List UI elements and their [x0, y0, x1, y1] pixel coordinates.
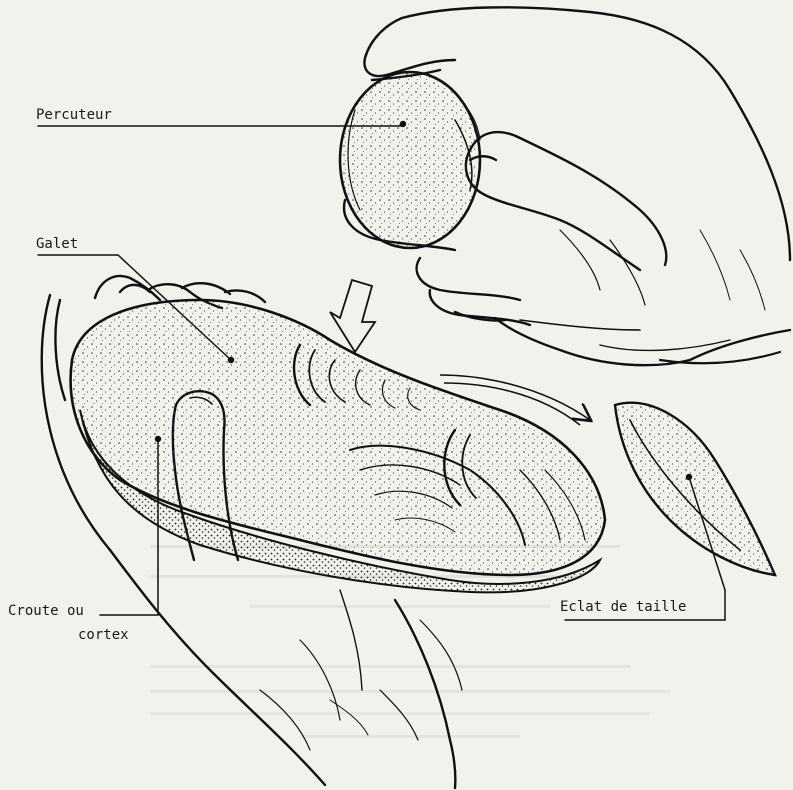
label-galet: Galet	[36, 235, 78, 253]
hammerstone	[340, 72, 480, 248]
label-percuteur: Percuteur	[36, 106, 112, 124]
strike-arrow	[330, 280, 375, 352]
label-croute-line1: Croute ou	[8, 602, 84, 620]
flake	[615, 403, 775, 575]
label-eclat: Eclat de taille	[560, 598, 686, 616]
pebble	[71, 300, 605, 592]
label-croute-line2: cortex	[78, 626, 129, 644]
